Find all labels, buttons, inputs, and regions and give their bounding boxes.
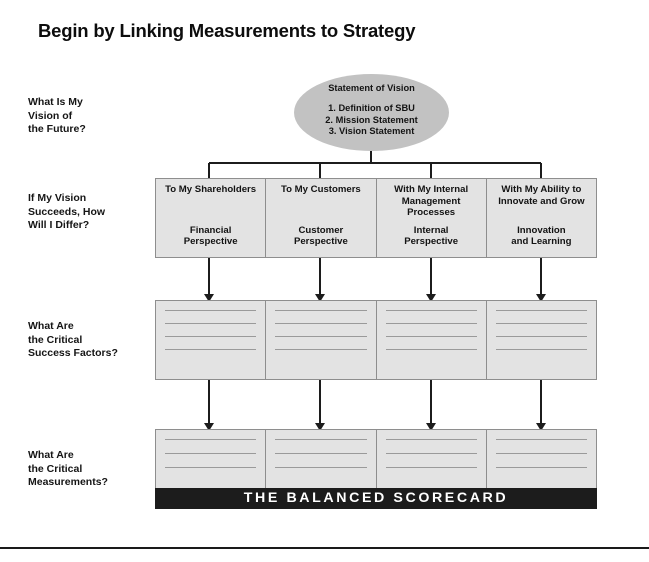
- row-label-line: What Are: [28, 449, 74, 461]
- perspective-audience: To My Customers: [270, 184, 371, 196]
- row-label-line: Measurements?: [28, 476, 108, 488]
- vision-heading: Statement of Vision: [328, 83, 415, 93]
- blank-write-line: [385, 349, 477, 350]
- blank-write-line: [275, 349, 367, 350]
- row-label-critical-measurements: What Are the Critical Measurements?: [28, 449, 153, 490]
- perspective-name-line: Internal: [413, 224, 449, 236]
- vision-item-list: 1. Definition of SBU 2. Mission Statemen…: [294, 103, 449, 138]
- perspective-name: Customer Perspective: [266, 225, 375, 248]
- row-label-line: the Critical: [28, 462, 83, 475]
- row-label-line: Succeeds, How: [28, 205, 106, 218]
- blank-write-line: [165, 323, 257, 324]
- blank-write-line: [165, 453, 257, 454]
- perspective-name: Financial Perspective: [156, 225, 265, 248]
- blank-write-line: [385, 336, 477, 337]
- perspective-name-line: Perspective: [404, 236, 459, 248]
- measurement-cell[interactable]: [377, 430, 487, 490]
- blank-write-line: [275, 336, 367, 337]
- row-label-line: Success Factors?: [28, 347, 118, 359]
- row-label-line: the Future?: [28, 123, 86, 135]
- blank-write-line: [165, 439, 257, 440]
- measurement-cell[interactable]: [156, 430, 267, 490]
- blank-write-line: [165, 336, 257, 337]
- blank-write-line: [275, 453, 367, 454]
- perspective-name-line: Innovation: [517, 224, 566, 236]
- blank-write-line: [275, 323, 367, 324]
- row-label-differentiation: If My Vision Succeeds, How Will I Differ…: [28, 192, 153, 233]
- csf-cell[interactable]: [377, 301, 487, 379]
- blank-write-line: [495, 349, 587, 350]
- measurement-cell[interactable]: [266, 430, 377, 490]
- critical-measurements-row: [155, 429, 597, 490]
- vision-item: 3. Vision Statement: [328, 126, 415, 137]
- blank-write-line: [275, 310, 367, 311]
- blank-write-line: [165, 467, 257, 468]
- critical-success-factors-row: [155, 300, 597, 380]
- perspective-name: Internal Perspective: [377, 225, 486, 248]
- blank-write-line: [495, 453, 587, 454]
- perspective-audience-line: Management: [401, 195, 461, 207]
- blank-write-line: [165, 349, 257, 350]
- blank-write-line: [385, 453, 477, 454]
- perspective-name: Innovation and Learning: [487, 225, 596, 248]
- row-label-line: Vision of: [28, 109, 73, 122]
- perspective-name-line: Financial: [189, 224, 232, 236]
- perspective-cell-customer[interactable]: To My Customers Customer Perspective: [266, 179, 377, 257]
- perspective-audience: To My Shareholders: [160, 184, 261, 196]
- row-label-critical-success-factors: What Are the Critical Success Factors?: [28, 320, 153, 361]
- perspective-audience: With My Ability to Innovate and Grow: [491, 184, 592, 207]
- vision-statement-ellipse: Statement of Vision 1. Definition of SBU…: [294, 74, 449, 151]
- blank-write-line: [385, 439, 477, 440]
- csf-cell[interactable]: [156, 301, 267, 379]
- page-title: Begin by Linking Measurements to Strateg…: [38, 20, 416, 41]
- vision-item: 1. Definition of SBU: [328, 103, 415, 113]
- blank-write-line: [165, 310, 257, 311]
- perspective-audience-line: To My Shareholders: [165, 184, 257, 195]
- vision-item: 2. Mission Statement: [325, 114, 418, 125]
- perspective-name-line: Perspective: [293, 236, 348, 248]
- csf-cell[interactable]: [487, 301, 596, 379]
- perspective-name-line: and Learning: [511, 236, 572, 248]
- perspective-audience-line: Innovate and Grow: [498, 195, 585, 207]
- blank-write-line: [275, 467, 367, 468]
- blank-write-line: [495, 336, 587, 337]
- perspective-name-line: Customer: [298, 224, 344, 236]
- row-label-line: If My Vision: [28, 192, 87, 204]
- footer-divider: [0, 547, 649, 549]
- row-label-vision: What Is My Vision of the Future?: [28, 96, 153, 137]
- perspective-audience-line: Processes: [407, 207, 456, 219]
- blank-write-line: [385, 467, 477, 468]
- csf-cell[interactable]: [266, 301, 377, 379]
- perspective-cell-innovation[interactable]: With My Ability to Innovate and Grow Inn…: [487, 179, 596, 257]
- blank-write-line: [275, 439, 367, 440]
- perspectives-row: To My Shareholders Financial Perspective…: [155, 178, 597, 258]
- blank-write-line: [495, 323, 587, 324]
- perspective-cell-financial[interactable]: To My Shareholders Financial Perspective: [156, 179, 267, 257]
- blank-write-line: [385, 323, 477, 324]
- blank-write-line: [385, 310, 477, 311]
- blank-write-line: [495, 467, 587, 468]
- perspective-cell-internal[interactable]: With My Internal Management Processes In…: [377, 179, 487, 257]
- blank-write-line: [495, 310, 587, 311]
- perspective-audience-line: To My Customers: [280, 184, 361, 195]
- row-label-line: What Are: [28, 320, 74, 332]
- balanced-scorecard-banner: THE BALANCED SCORECARD: [155, 488, 597, 509]
- row-label-line: Will I Differ?: [28, 219, 90, 231]
- blank-write-line: [495, 439, 587, 440]
- row-label-line: the Critical: [28, 333, 83, 346]
- perspective-audience-line: With My Ability to: [501, 184, 582, 195]
- row-label-line: What Is My: [28, 96, 83, 108]
- perspective-audience-line: With My Internal: [394, 184, 469, 195]
- perspective-name-line: Perspective: [183, 236, 238, 248]
- measurement-cell[interactable]: [487, 430, 596, 490]
- perspective-audience: With My Internal Management Processes: [381, 184, 482, 219]
